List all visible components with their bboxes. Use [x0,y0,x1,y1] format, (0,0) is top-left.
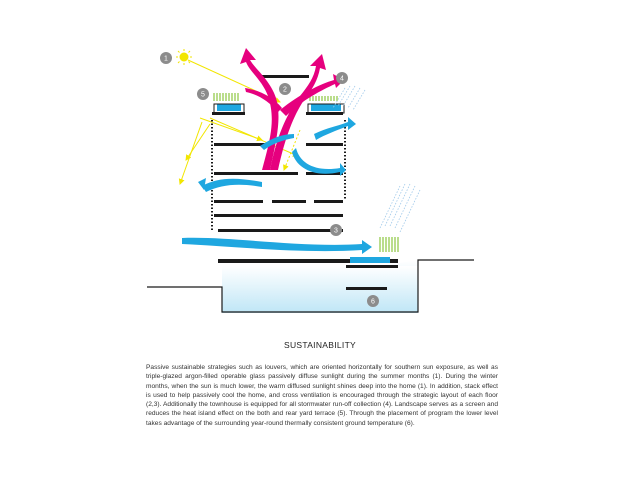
svg-text:5: 5 [201,92,205,99]
marker-5: 5 [197,88,209,100]
sustainability-section-diagram: 1 2 3 4 5 6 [147,48,474,313]
slab-ground-main [218,259,398,263]
slab-ground-a [218,229,343,232]
section-title: SUSTAINABILITY [283,340,357,350]
ground-basement [147,259,474,313]
svg-text:1: 1 [164,56,168,63]
svg-text:3: 3 [334,228,338,235]
marker-3: 3 [330,224,342,236]
slab-level-1d [214,214,343,217]
svg-text:6: 6 [371,299,375,306]
roof-slab [259,75,309,78]
slab-level-1c [314,200,343,203]
rain-icon [332,85,421,233]
sunlight-rays [178,59,301,185]
marker-4: 4 [336,72,348,84]
slab-level-3-right [306,143,343,146]
slab-basement [346,287,387,290]
planter-icon [213,93,399,252]
sun-icon [176,49,192,65]
marker-1: 1 [160,52,172,64]
marker-2: 2 [279,83,291,95]
description-paragraph: Passive sustainable strategies such as l… [146,364,498,427]
svg-text:2: 2 [283,87,287,94]
cross-ventilation-arrows [182,117,372,254]
svg-text:4: 4 [340,76,344,83]
slab-level-1a [214,200,263,203]
slab-level-1b [272,200,306,203]
slab-ground-right [346,265,398,268]
marker-6: 6 [367,295,379,307]
slab-level-2-left [214,172,298,175]
stack-effect-arrows [240,48,344,170]
facade-louvers [211,120,346,232]
slab-level-3-left [214,143,272,146]
roof-water-planters [213,103,390,263]
